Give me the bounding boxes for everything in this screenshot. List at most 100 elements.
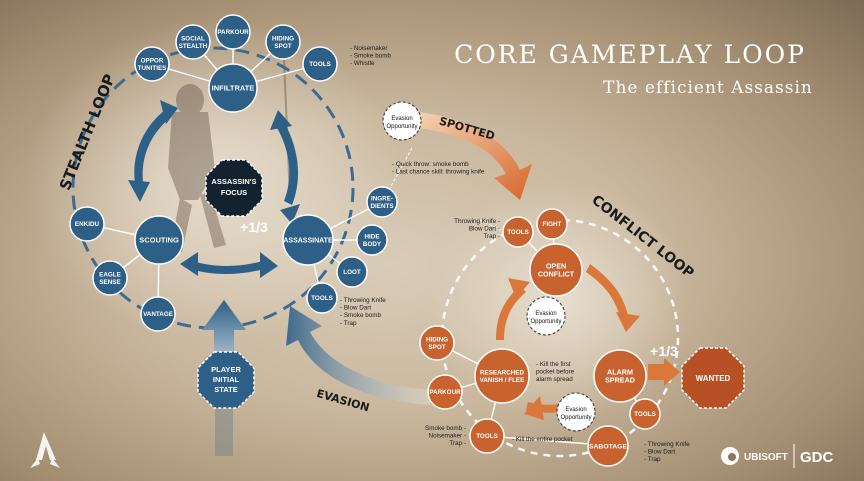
assassinate-option-3-circle <box>306 282 338 314</box>
scouting-node-circle <box>134 215 184 265</box>
player-state-label-2: INITIAL <box>213 375 240 384</box>
note-text: Trap - <box>483 233 500 240</box>
evasion-opportunity-label: Opportunity <box>560 415 591 421</box>
alarm-option-0-label: TOOLS <box>634 411 656 418</box>
evasion-opportunity-label: Evasion <box>391 116 412 122</box>
infiltrate-option-4-circle <box>302 46 338 82</box>
evasion-arrow <box>286 306 430 405</box>
vanish-flee-node-label: VANISH / FLEE <box>480 377 525 384</box>
player-state-label-3: STATE <box>214 385 237 394</box>
stealth-loop-ring <box>71 46 355 330</box>
scouting-node-label: SCOUTING <box>139 236 179 245</box>
infiltrate-option-0-label: OPPOR <box>141 58 164 65</box>
infiltrate-option-4: TOOLS <box>302 46 338 82</box>
assassinate-option-2-label: LOOT <box>343 269 361 276</box>
scouting-option-2-circle <box>140 296 176 332</box>
alarm-spread-node-circle <box>593 349 647 403</box>
infiltrate-option-0-label: TUNITIES <box>138 65 167 72</box>
page-subtitle: The efficient Assassin <box>603 78 813 98</box>
open-conflict-node-label: OPEN <box>546 261 566 270</box>
open-conflict-node-label: CONFLICT <box>538 270 575 279</box>
ubisoft-swirl-inner <box>728 453 736 461</box>
assassinate-option-1-label: HIDE <box>364 234 379 241</box>
scouting-option-2-label: VANTAGE <box>143 311 173 318</box>
infiltrate-option-2-label: PARKOUR <box>217 29 249 36</box>
assassinate-option-0-circle <box>366 186 398 218</box>
assassinate-option-1-circle <box>356 224 388 256</box>
vanish-option-0-label: SPOT <box>428 344 445 351</box>
infiltrate-node-label: INFILTRATE <box>212 84 255 93</box>
note-text: - Quick throw: smoke bomb <box>392 161 469 168</box>
note-leaders <box>389 147 507 233</box>
scouting-option-1-label: EAGLE <box>99 272 121 279</box>
alarm-spread-node-label: SPREAD <box>605 376 635 385</box>
assassinate-option-3: TOOLS <box>306 282 338 314</box>
note-text: - Blow Dart <box>644 449 675 456</box>
note-text: - Trap <box>644 456 661 463</box>
note-text: - Throwing Knife <box>340 297 386 304</box>
infiltrate-option-1-label: SOCIAL <box>181 36 205 43</box>
open-option-0: TOOLS <box>502 216 534 248</box>
note-text: - Throwing Knife <box>644 441 690 448</box>
player-arrow-fade <box>215 408 233 456</box>
alarm-option-0: TOOLS <box>629 398 661 430</box>
note-text: Noisemaker - <box>429 433 466 440</box>
stealth-bonus-label: +1/3 <box>240 219 268 235</box>
conflict-flow-arrows <box>496 264 680 420</box>
alarm-spread-node-label: ALARM <box>607 367 633 376</box>
infiltrate-option-0-circle <box>134 46 170 82</box>
scouting-option-0-label: ENKIDU <box>75 221 100 228</box>
assassinate-option-0-label: INGRE- <box>371 196 393 203</box>
vanish-option-2: TOOLS <box>469 418 505 454</box>
gdc-logo-text: GDC <box>800 449 834 466</box>
assassinate-option-0-label: DIENTS <box>370 203 393 210</box>
player-up-arrow <box>202 300 246 352</box>
evasion-opportunity-label: Evasion <box>535 311 556 317</box>
assassinate-node-circle <box>282 214 334 266</box>
assassinate-option-1-label: BODY <box>363 241 382 248</box>
note-text: pocket before <box>536 369 575 376</box>
scouting-option-1-circle <box>92 260 128 296</box>
scouting-option-0: ENKIDU <box>69 206 105 242</box>
open-option-0-circle <box>502 216 534 248</box>
note-text: Throwing Knife - <box>454 218 500 225</box>
vanish-flee-node-label: RESEARCHED <box>480 370 525 377</box>
conflict-bonus-label: +1/3 <box>650 343 678 359</box>
assassinate-option-0: INGRE-DIENTS <box>366 186 398 218</box>
scouting-option-1-label: SENSE <box>99 279 120 286</box>
infiltrate-option-2-circle <box>215 14 251 50</box>
ubisoft-gdc-logo: UBISOFT GDC <box>721 444 834 468</box>
infiltrate-option-3-label: HIDING <box>272 36 294 43</box>
scouting-option-2: VANTAGE <box>140 296 176 332</box>
player-initial-state-node: PLAYER INITIAL STATE <box>197 351 255 409</box>
evasion-opportunity-label: Opportunity <box>530 319 561 325</box>
infiltrate-option-3-label: SPOT <box>274 43 291 50</box>
assassins-creed-logo <box>30 432 60 468</box>
vanish-option-2-circle <box>469 418 505 454</box>
sabotage-node: SABOTAGE <box>587 425 629 467</box>
note-text: - Trap <box>340 320 357 327</box>
alarm-option-0-circle <box>629 398 661 430</box>
open-option-1-label: FIGHT <box>543 221 562 228</box>
wanted-node: WANTED <box>681 347 745 409</box>
note-text: - Blow Dart <box>340 305 371 312</box>
assassin-silhouette <box>168 59 291 252</box>
scouting-node: SCOUTING <box>134 215 184 265</box>
infiltrate-option-2: PARKOUR <box>215 14 251 50</box>
vanish-option-1-circle <box>427 374 463 410</box>
evasion-opportunity-label: Opportunity <box>386 124 417 130</box>
wanted-label: WANTED <box>696 374 731 383</box>
open-option-1: FIGHT <box>536 208 568 240</box>
player-state-label-1: PLAYER <box>211 365 241 374</box>
infiltrate-option-4-label: TOOLS <box>309 61 331 68</box>
vanish-option-0-circle <box>419 325 455 361</box>
